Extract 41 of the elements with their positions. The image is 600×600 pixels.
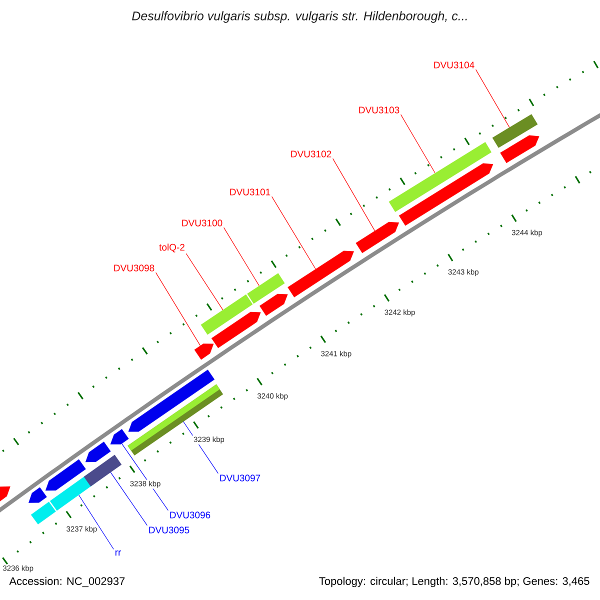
gene-label: DVU3097 xyxy=(220,474,260,482)
gene-block xyxy=(128,370,215,432)
gene-label: tolQ-2 xyxy=(159,244,184,252)
gene-label: DVU3096 xyxy=(170,512,210,518)
gene-block xyxy=(200,294,253,335)
leader-line xyxy=(332,158,376,232)
gene-label: DVU3102 xyxy=(291,150,332,158)
gene-block xyxy=(398,163,494,226)
leader-line xyxy=(156,272,201,346)
gene-block xyxy=(247,273,285,304)
genome-info-text: Topology: circular; Length: 3,570,858 bp; Genes: 3,465 xyxy=(319,576,590,588)
gene-block xyxy=(85,442,111,462)
gene-block xyxy=(492,114,538,148)
gene-label: DVU3100 xyxy=(182,220,222,226)
gene-label: DVU3104 xyxy=(434,62,474,68)
gene-block xyxy=(28,487,47,503)
gene-block xyxy=(356,222,400,254)
gene-label: DVU3103 xyxy=(359,106,400,114)
gene-block xyxy=(388,142,492,212)
gene-label: DVU3098 xyxy=(114,264,154,272)
leader-line xyxy=(110,472,148,526)
gene-block xyxy=(110,429,129,444)
leader-line xyxy=(400,114,436,174)
gene-label: rr xyxy=(115,550,121,556)
gene-block xyxy=(84,454,122,486)
leader-line xyxy=(78,494,114,550)
gene-block xyxy=(500,135,540,164)
gene-block xyxy=(30,502,56,524)
gene-label: DVU3101 xyxy=(230,188,270,196)
title: Desulfovibrio vulgaris subsp. vulgaris str. Hildenborough, c... xyxy=(132,11,467,23)
accession-text: Accession: NC_002937 xyxy=(9,576,125,588)
gene-block xyxy=(288,250,354,298)
leader-line xyxy=(272,196,316,270)
gene-block xyxy=(260,294,288,316)
gene-label: DVU3095 xyxy=(149,526,190,534)
gene-block xyxy=(45,459,86,491)
leader-line xyxy=(186,253,224,310)
gene-block xyxy=(211,312,261,348)
leader-line xyxy=(476,69,510,128)
gene-block xyxy=(194,344,214,360)
leader-line xyxy=(224,227,260,286)
